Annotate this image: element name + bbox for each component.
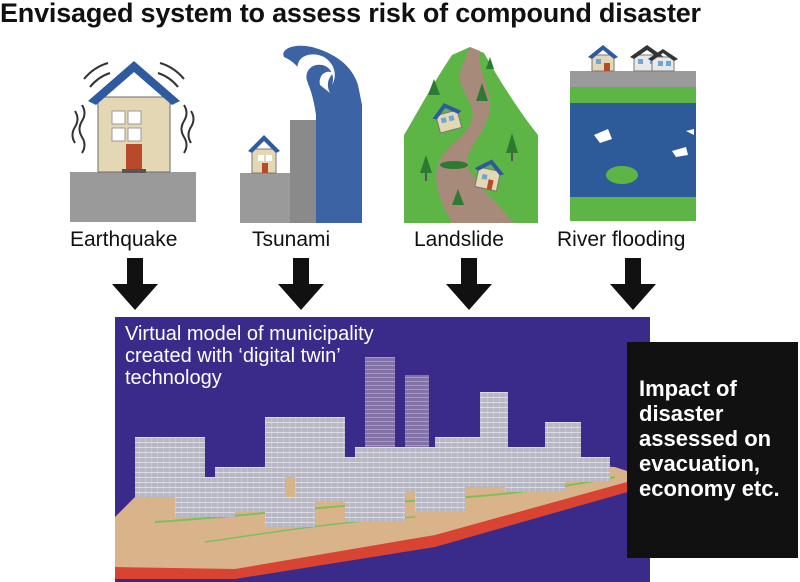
hazard-label-river-flooding: River flooding (557, 228, 686, 251)
down-arrow-icon (278, 258, 324, 310)
city-model-illustration (115, 357, 645, 579)
down-arrow-icon (112, 258, 158, 310)
model-description: Virtual model of municipality created wi… (125, 323, 374, 389)
river-flood-icon (570, 45, 696, 221)
hazard-label-tsunami: Tsunami (252, 228, 331, 251)
down-arrow-icon (446, 258, 492, 310)
landslide-hill-icon (404, 47, 538, 223)
impact-description: Impact of disaster assessed on evacuatio… (639, 376, 780, 501)
down-arrow-icon (610, 258, 656, 310)
digital-twin-model-panel: Virtual model of municipality created wi… (115, 317, 650, 582)
hazard-label-landslide: Landslide (414, 228, 504, 251)
impact-box: Impact of disaster assessed on evacuatio… (627, 342, 798, 558)
diagram-title: Envisaged system to assess risk of compo… (0, 0, 701, 28)
hazard-label-earthquake: Earthquake (70, 228, 178, 251)
tsunami-wave-icon (240, 45, 362, 223)
earthquake-house-icon (70, 61, 196, 222)
